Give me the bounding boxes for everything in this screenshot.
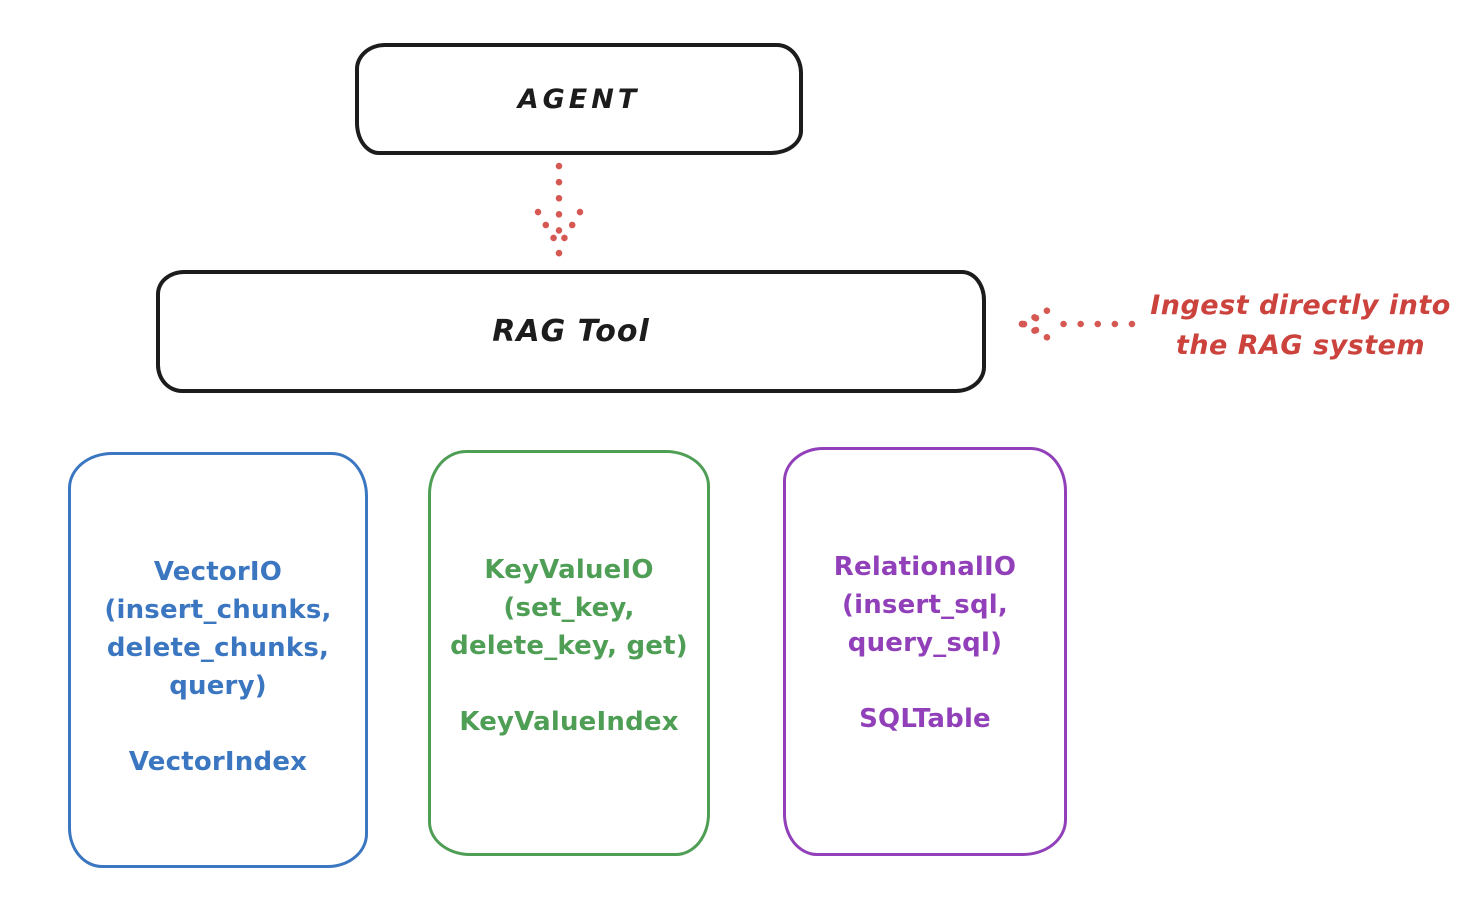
keyvalue-io-line: delete_key, get): [450, 631, 688, 661]
arrow-left-icon: [1018, 304, 1136, 344]
arrow-down-icon: [534, 162, 584, 257]
vector-io-line: VectorIO: [153, 557, 283, 587]
keyvalue-io-node: KeyValueIO (set_key, delete_key, get) Ke…: [428, 450, 710, 856]
vector-io-line: (insert_chunks,: [104, 595, 332, 625]
vector-io-line: delete_chunks,: [106, 633, 330, 663]
rag-tool-node-label: RAG Tool: [492, 314, 650, 349]
keyvalue-index-label: KeyValueIndex: [459, 707, 679, 737]
relational-io-line: query_sql): [847, 628, 1003, 658]
ingest-annotation: Ingest directly into the RAG system: [1128, 286, 1473, 366]
relational-io-line: RelationalIO: [833, 552, 1017, 582]
keyvalue-io-line: KeyValueIO: [484, 555, 654, 585]
agent-node: AGENT: [355, 43, 803, 155]
ingest-annotation-line1: Ingest directly into: [1150, 290, 1451, 321]
vector-io-node: VectorIO (insert_chunks, delete_chunks, …: [68, 452, 368, 868]
keyvalue-io-line: (set_key,: [503, 593, 635, 623]
sql-table-label: SQLTable: [859, 704, 991, 734]
vector-index-label: VectorIndex: [128, 747, 308, 777]
ingest-annotation-line2: the RAG system: [1175, 330, 1426, 361]
agent-node-label: AGENT: [517, 83, 641, 115]
relational-io-line: (insert_sql,: [842, 590, 1008, 620]
vector-io-line: query): [169, 671, 267, 701]
rag-tool-node: RAG Tool: [156, 270, 986, 393]
relational-io-node: RelationalIO (insert_sql, query_sql) SQL…: [783, 447, 1067, 856]
